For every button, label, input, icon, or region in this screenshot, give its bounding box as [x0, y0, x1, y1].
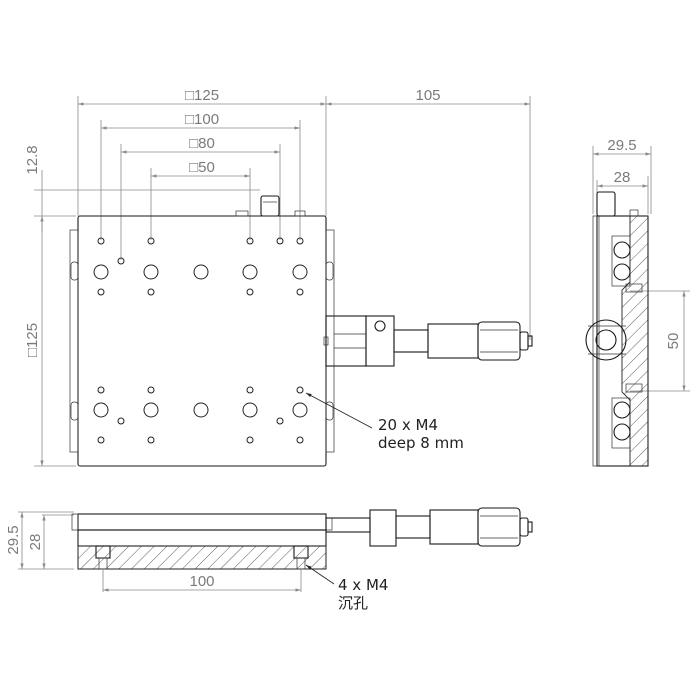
dim-label-105: 105: [415, 87, 440, 104]
dim-label-50: □50: [189, 159, 215, 176]
dim-label-80: □80: [189, 135, 215, 152]
dim-label-100: □100: [185, 111, 219, 128]
dim-label-125-left: □125: [24, 323, 41, 357]
micrometer-head: [323, 315, 533, 367]
side-dim-label-29-5: 29.5: [607, 137, 636, 154]
hole-note-line1: 20 x M4: [378, 416, 438, 434]
side-view: 29.5 28 50: [585, 137, 690, 467]
dim-label-125-top: □125: [185, 87, 219, 104]
stage-top-plate: [77, 215, 327, 467]
front-view: 29.5 28 100 4 x M4 沉孔: [5, 507, 533, 612]
hole-note-leader: [305, 392, 373, 429]
screw-note-line1: 4 x M4: [338, 576, 388, 594]
top-view: □125 105 □100 □80 □50 12.8 □125: [24, 87, 533, 467]
front-top-plate: [77, 513, 327, 531]
mounting-holes: [93, 237, 308, 444]
hole-note-line2: deep 8 mm: [378, 434, 464, 452]
side-dim-label-28: 28: [614, 169, 631, 186]
front-base-section: [77, 545, 327, 570]
side-micrometer-circle: [585, 319, 627, 361]
front-dim-label-100: 100: [189, 573, 214, 590]
screw-note-line2: 沉孔: [338, 594, 368, 612]
front-dim-label-28: 28: [27, 534, 44, 551]
front-dim-label-29-5: 29.5: [5, 525, 22, 554]
side-dim-label-50: 50: [665, 333, 682, 350]
lock-knob: [260, 195, 280, 217]
screw-note-leader: [305, 564, 335, 585]
dim-label-12-8: 12.8: [24, 145, 41, 174]
